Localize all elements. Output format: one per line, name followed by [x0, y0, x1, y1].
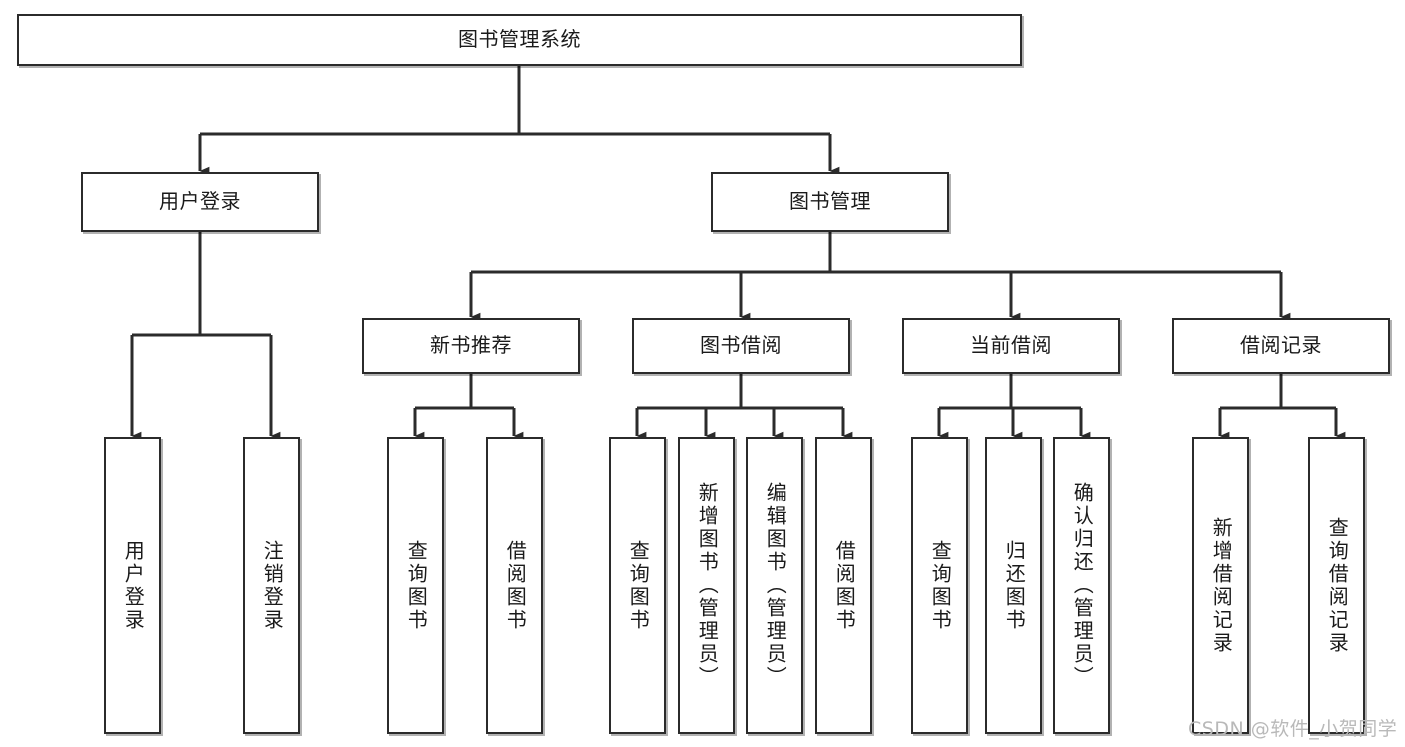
node-leaf-edit-book[interactable]: 编辑图书（管理员）: [746, 437, 803, 734]
node-leaf-user-login[interactable]: 用户登录: [104, 437, 161, 734]
node-leaf-query-book-2[interactable]: 查询图书: [609, 437, 666, 734]
node-book-borrow-label: 图书借阅: [700, 333, 782, 358]
node-leaf-query-borrow-record[interactable]: 查询借阅记录: [1308, 437, 1365, 734]
edge-paths: [130, 66, 1346, 441]
node-new-book-recommend[interactable]: 新书推荐: [362, 318, 580, 374]
node-leaf-edit-book-label: 编辑图书（管理员）: [763, 482, 788, 689]
node-current-borrow-label: 当前借阅: [970, 333, 1052, 358]
node-leaf-return-book-label: 归还图书: [1002, 539, 1027, 632]
node-leaf-query-book-1[interactable]: 查询图书: [387, 437, 444, 734]
node-leaf-borrow-book-2-label: 借阅图书: [832, 539, 857, 632]
node-leaf-borrow-book-1-label: 借阅图书: [503, 539, 528, 632]
node-leaf-query-borrow-record-label: 查询借阅记录: [1325, 516, 1350, 655]
node-new-book-recommend-label: 新书推荐: [430, 333, 512, 358]
node-leaf-logout-label: 注销登录: [260, 539, 285, 632]
node-leaf-borrow-book-1[interactable]: 借阅图书: [486, 437, 543, 734]
node-leaf-return-book[interactable]: 归还图书: [985, 437, 1042, 734]
node-current-borrow[interactable]: 当前借阅: [902, 318, 1120, 374]
node-leaf-query-book-2-label: 查询图书: [626, 539, 651, 632]
node-leaf-add-book[interactable]: 新增图书（管理员）: [678, 437, 735, 734]
node-book-borrow[interactable]: 图书借阅: [632, 318, 850, 374]
node-leaf-confirm-return-label: 确认归还（管理员）: [1070, 482, 1095, 689]
node-user-login-label: 用户登录: [159, 189, 241, 214]
node-borrow-record[interactable]: 借阅记录: [1172, 318, 1390, 374]
node-leaf-logout[interactable]: 注销登录: [243, 437, 300, 734]
node-leaf-user-login-label: 用户登录: [121, 539, 146, 632]
node-book-manage-label: 图书管理: [789, 189, 871, 214]
node-root-label: 图书管理系统: [458, 27, 581, 52]
node-leaf-query-book-1-label: 查询图书: [404, 539, 429, 632]
node-book-manage[interactable]: 图书管理: [711, 172, 949, 232]
node-leaf-add-book-label: 新增图书（管理员）: [695, 482, 720, 689]
watermark: CSDN @软件_小贺同学: [1188, 718, 1398, 740]
node-leaf-borrow-book-2[interactable]: 借阅图书: [815, 437, 872, 734]
node-leaf-add-borrow-record[interactable]: 新增借阅记录: [1192, 437, 1249, 734]
node-leaf-add-borrow-record-label: 新增借阅记录: [1209, 516, 1234, 655]
node-user-login[interactable]: 用户登录: [81, 172, 319, 232]
node-leaf-query-book-3[interactable]: 查询图书: [911, 437, 968, 734]
node-leaf-query-book-3-label: 查询图书: [928, 539, 953, 632]
node-root[interactable]: 图书管理系统: [17, 14, 1022, 66]
node-leaf-confirm-return[interactable]: 确认归还（管理员）: [1053, 437, 1110, 734]
node-borrow-record-label: 借阅记录: [1240, 333, 1322, 358]
